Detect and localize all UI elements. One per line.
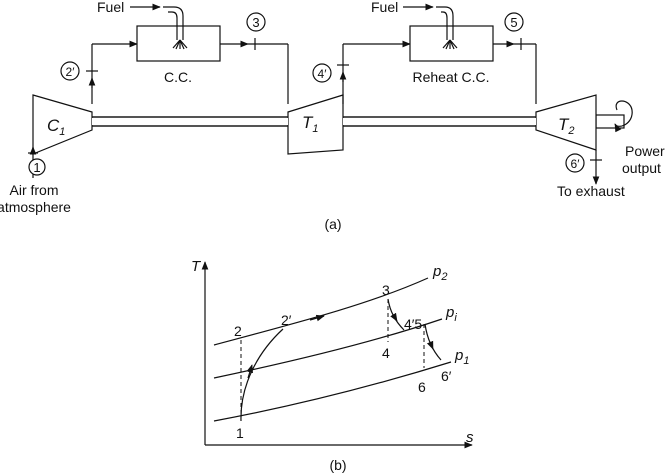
- point-4: 4: [382, 345, 390, 361]
- isobar-pi: [213, 318, 443, 379]
- axis-y-label: T: [191, 258, 202, 275]
- turbine1-sub: 1: [312, 123, 318, 135]
- pipe-reheat-to-t2: 5: [493, 12, 537, 104]
- axis-x-label: s: [466, 429, 474, 446]
- reheat-cc-label: Reheat C.C.: [412, 69, 489, 85]
- expansion-3-4p: [387, 298, 405, 331]
- schematic-a: C1 T1 T2 1 Air from atmosphere: [0, 0, 665, 232]
- state-5-circle: [504, 12, 524, 32]
- compressor-label: C: [47, 116, 60, 135]
- pi-sub: i: [454, 312, 457, 324]
- pipe-compressor-to-cc: 2′: [60, 40, 138, 104]
- point-6: 6: [418, 379, 426, 395]
- air-from-label: Air from: [10, 182, 59, 198]
- state-1-label: 1: [33, 160, 40, 175]
- point-2: 2: [234, 323, 242, 339]
- compression-1-2p: [240, 328, 284, 422]
- point-3: 3: [382, 282, 390, 298]
- expansion-5-6p: [424, 323, 442, 361]
- isobar-p1: [213, 361, 452, 422]
- exhaust-label: To exhaust: [557, 183, 625, 199]
- state-1-circle: [28, 158, 46, 176]
- state-3-label: 3: [252, 15, 259, 30]
- p2-label: p: [432, 263, 441, 280]
- state-3-circle: [246, 12, 266, 32]
- reheat-combustion-chamber: Fuel Reheat C.C.: [371, 0, 494, 85]
- state-6p-label: 6′: [571, 157, 581, 171]
- compressor-sub: 1: [59, 126, 65, 138]
- pipe-cc-to-t1: 3: [220, 12, 289, 104]
- fuel-label-2: Fuel: [371, 0, 398, 15]
- point-4p5: 4′5: [404, 316, 422, 332]
- state-4p-label: 4′: [318, 67, 328, 81]
- p1-label: p: [454, 347, 463, 364]
- svg-text:p1: p1: [454, 347, 469, 367]
- turbine-t2: T2: [535, 94, 597, 151]
- turbine2-sub: 2: [567, 125, 574, 137]
- turbine-t1: T1: [287, 94, 344, 155]
- output-label: output: [622, 160, 661, 176]
- point-1: 1: [236, 425, 244, 441]
- caption-b: (b): [329, 457, 346, 473]
- power-output: Power output: [614, 100, 665, 176]
- caption-a: (a): [324, 216, 341, 232]
- exhaust: 6′ To exhaust: [557, 150, 625, 199]
- pipe-t1-to-reheat: 4′: [312, 40, 411, 104]
- state-5-label: 5: [510, 15, 517, 30]
- pi-label: p: [445, 304, 454, 321]
- turbine2-label: T: [558, 115, 570, 134]
- atmosphere-label: atmosphere: [0, 199, 71, 215]
- svg-text:C1: C1: [47, 116, 65, 138]
- svg-text:pi: pi: [445, 304, 457, 324]
- point-6p: 6′: [441, 368, 452, 384]
- fuel-label-1: Fuel: [97, 0, 124, 15]
- combustion-chamber: Fuel C.C.: [97, 0, 221, 85]
- state-2p-circle: [60, 61, 80, 81]
- power-label: Power: [625, 143, 665, 159]
- svg-text:p2: p2: [432, 263, 447, 283]
- svg-text:T2: T2: [558, 115, 575, 137]
- isobar-p2: [213, 277, 429, 346]
- turbine1-label: T: [302, 113, 314, 132]
- state-6p-circle: [565, 153, 585, 173]
- air-inlet: 1 Air from atmosphere: [0, 146, 71, 215]
- state-2p-label: 2′: [66, 65, 76, 79]
- ts-diagram-b: T s 1 2 2′ 3 4 4′5 6 6′ p2 pi p1 (b): [191, 258, 474, 473]
- point-2p: 2′: [281, 312, 292, 328]
- p2-sub: 2: [440, 271, 447, 283]
- compressor-c1: C1: [32, 94, 93, 155]
- svg-text:T1: T1: [302, 113, 319, 135]
- heat-addition-arrow: [309, 314, 325, 322]
- state-4p-circle: [312, 63, 332, 83]
- p1-sub: 1: [463, 355, 469, 367]
- cc-label: C.C.: [164, 69, 192, 85]
